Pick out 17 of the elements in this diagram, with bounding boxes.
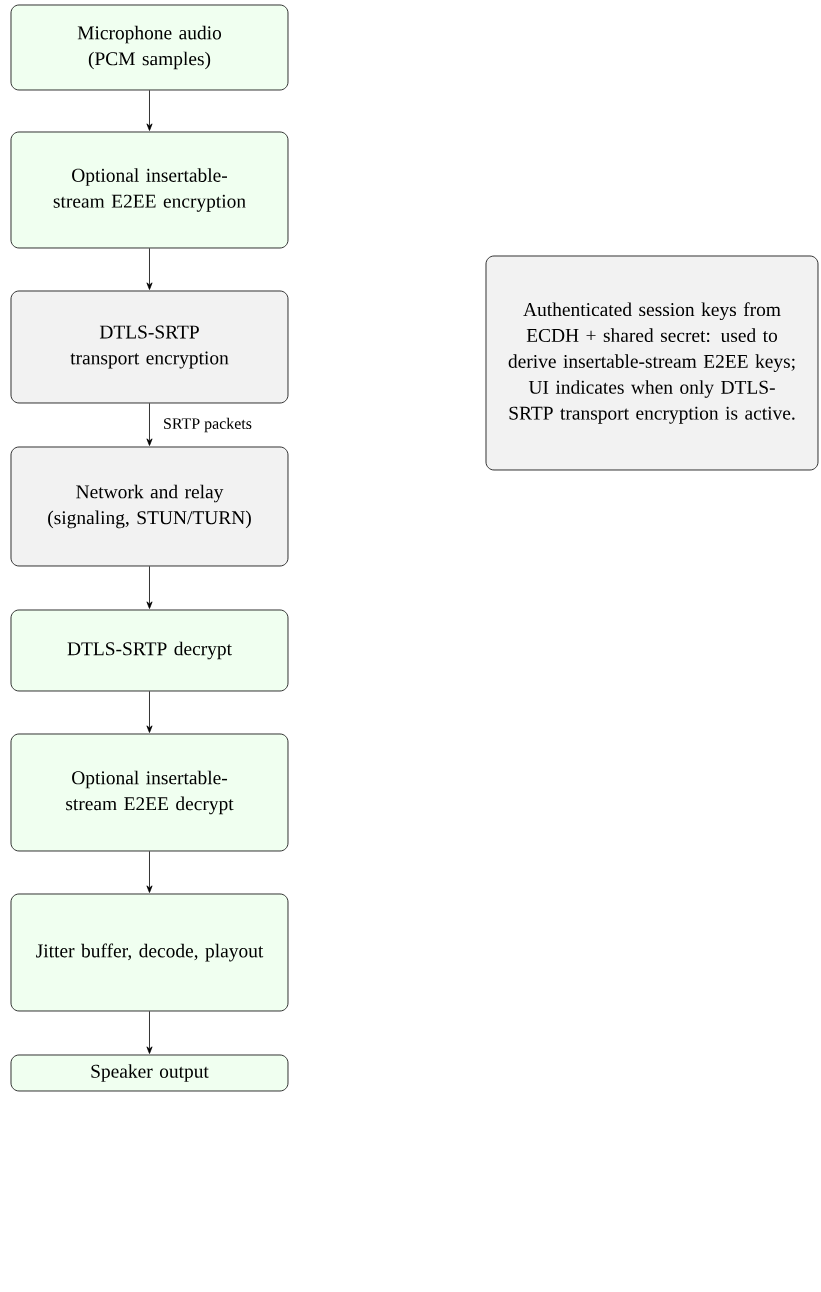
process-box: Optional insertable-stream E2EE decrypt (10, 733, 289, 852)
process-box: Network and relay (signaling, STUN/TURN) (10, 446, 289, 567)
process-box: Microphone audio (PCM samples) (10, 4, 289, 91)
process-box: Optional insertable-stream E2EE encryption (10, 131, 289, 249)
arrow (146, 851, 153, 893)
process-box: Jitter buffer, decode, playout (10, 893, 289, 1012)
process-box: Authenticated session keys from ECDH + shared secret: used to derive insertable-stream E2EE keys; UI indicates when only DTLS-SRTP transport encryption is active. (485, 255, 819, 471)
arrow (146, 248, 153, 290)
arrow (146, 403, 153, 446)
process-box: DTLS-SRTP transport encryption (10, 290, 289, 404)
process-box: DTLS-SRTP decrypt (10, 609, 289, 692)
arrow (146, 691, 153, 733)
process-box: Speaker output (10, 1054, 289, 1092)
arrow (146, 90, 153, 131)
edge-label: SRTP packets (164, 417, 252, 433)
arrow (146, 1011, 153, 1054)
arrow (146, 566, 153, 609)
